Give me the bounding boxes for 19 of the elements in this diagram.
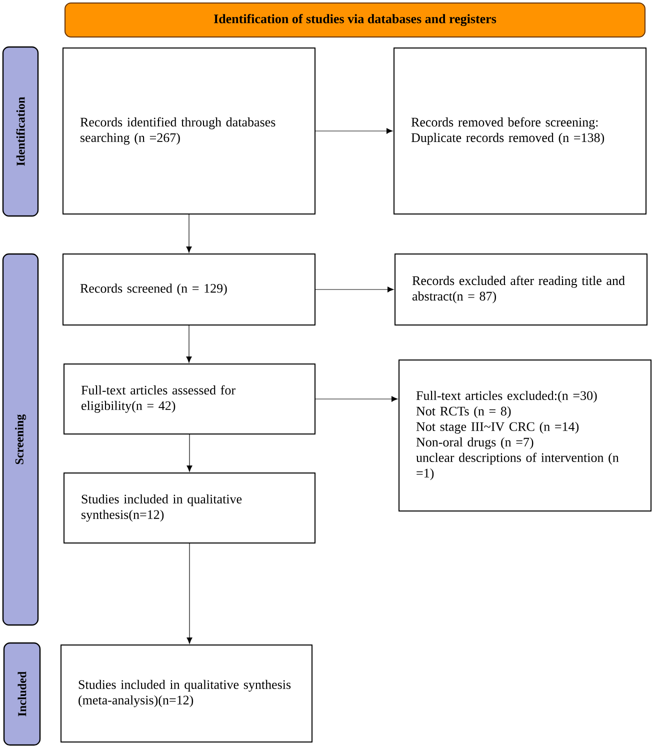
arrow <box>186 543 192 644</box>
header-banner: Identification of studies via databases and registers <box>64 2 646 38</box>
arrow <box>315 128 393 134</box>
arrow <box>315 396 398 402</box>
process-box: Studies included in qualitative synthesis (meta-analysis)(n=12) <box>60 644 312 742</box>
process-box: Records screened (n = 129) <box>62 254 316 326</box>
process-box: Records excluded after reading title and abstract(n = 87) <box>394 254 648 326</box>
phase-label: Screening <box>2 253 39 626</box>
phase-label: Identification <box>2 46 39 217</box>
process-box: Records removed before screening: Duplicate records removed (n =138) <box>394 48 646 214</box>
process-box: Full-text articles excluded:(n =30) Not RCTs (n = 8) Not stage III~IV CRC (n =14) Non-oral drugs (n =7) unclear descriptions of intervention (n =1) <box>398 360 652 512</box>
arrow <box>186 434 192 472</box>
process-box: Full-text articles assessed for eligibility(n = 42) <box>64 364 316 434</box>
process-box: Records identified through databases searching (n =267) <box>62 48 316 214</box>
arrow <box>315 286 394 292</box>
process-box: Studies included in qualitative synthesis(n=12) <box>64 472 316 544</box>
arrow <box>186 325 192 363</box>
phase-label: Included <box>3 642 41 746</box>
arrow <box>186 214 192 253</box>
